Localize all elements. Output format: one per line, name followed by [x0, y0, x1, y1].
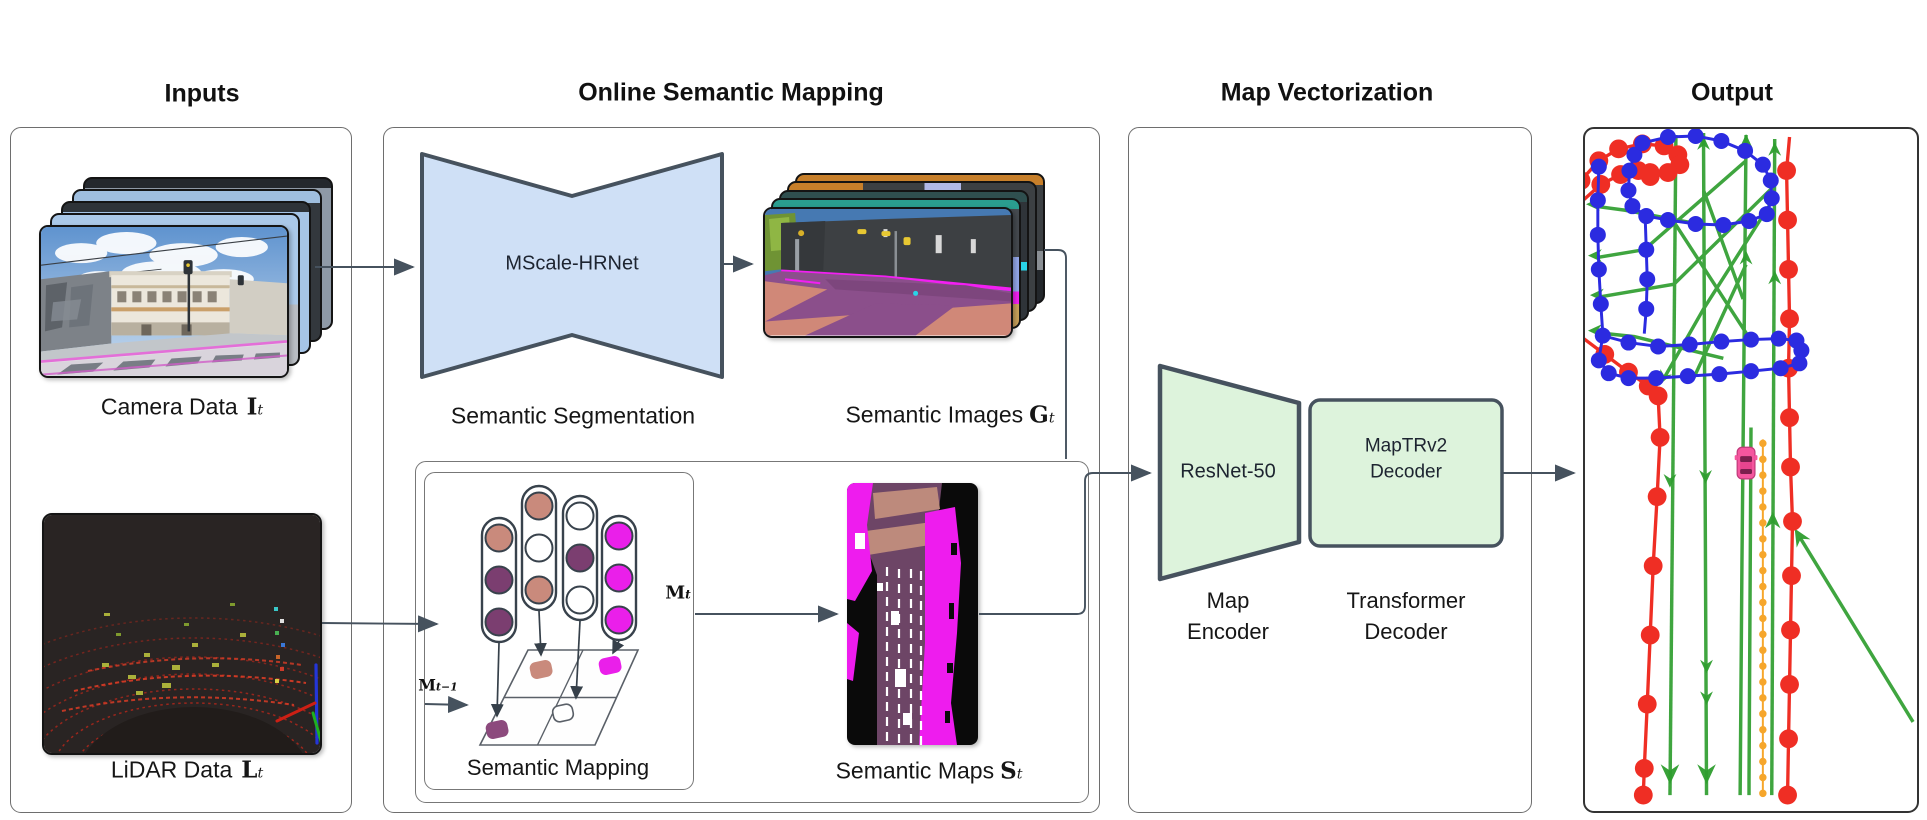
online-semantic-mapping-title: Online Semantic Mapping	[578, 78, 884, 107]
semantic-mapping-box	[424, 472, 694, 790]
lane-direction-arrows	[1585, 134, 1811, 785]
lidar-axes-icon	[275, 663, 320, 745]
lidar-point-cloud-illustration	[44, 515, 320, 753]
mapping-subsection-box	[415, 461, 1089, 803]
semantic-map-illustration	[847, 483, 978, 745]
output-map	[1585, 129, 1917, 811]
resnet50-text: ResNet-50	[1180, 460, 1276, 483]
map-previous-label: Mt−1	[418, 675, 458, 695]
map-encoder-caption: Map Encoder	[1187, 588, 1269, 644]
semantic-mapping-label: Semantic Mapping	[466, 755, 650, 780]
semantic-segmentation-label: Semantic Segmentation	[450, 402, 696, 429]
ego-car-icon	[1734, 446, 1758, 480]
map-vectorization-title: Map Vectorization	[1220, 78, 1434, 107]
camera-image-front	[39, 225, 289, 378]
semantic-map-card	[847, 483, 978, 745]
pedestrian-crossings	[1589, 129, 1810, 387]
mscale-hrnet-text: MScale-HRNet	[505, 252, 639, 275]
inputs-title: Inputs	[164, 79, 240, 108]
output-title: Output	[1691, 78, 1773, 107]
semantic-image-front	[763, 207, 1013, 338]
camera-photo-illustration	[41, 227, 287, 376]
vector-map-illustration	[1585, 129, 1915, 805]
maptrv2-decoder-text: MapTRv2 Decoder	[1364, 435, 1448, 482]
map-current-label: Mt	[665, 582, 691, 604]
lidar-scan-card	[42, 513, 322, 755]
semantic-image-illustration	[765, 209, 1011, 336]
transformer-decoder-caption: Transformer Decoder	[1346, 588, 1466, 644]
